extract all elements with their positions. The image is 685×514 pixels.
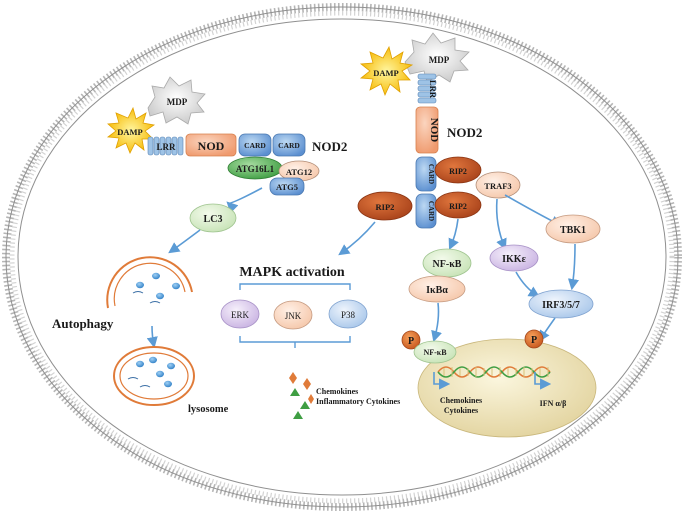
phospho-p-nfkb xyxy=(401,330,421,350)
legend-line1: Chemokines xyxy=(316,387,358,396)
phagophore xyxy=(106,256,193,309)
nod-domain-left xyxy=(185,133,237,157)
rip2-label-top: RIP2 xyxy=(449,167,467,176)
nucleus xyxy=(417,338,597,438)
arrow-rip2-to-nfkb xyxy=(448,218,459,251)
dna-helix xyxy=(437,366,551,378)
rip2-label-left: RIP2 xyxy=(376,202,395,212)
ikke-label: IKKε xyxy=(502,254,526,265)
nucleus-output-cytokines: Cytokines xyxy=(444,406,478,415)
arrow-tbk1-to-irf xyxy=(567,243,579,291)
mapk-bracket-bottom xyxy=(239,336,351,348)
card1-label-right: CARD xyxy=(427,164,435,184)
left-nod2-complex: MDP DAMP LRR NOD CARD CARD NOD2 ATG16L1 xyxy=(106,76,347,196)
autophagy-label: Autophagy xyxy=(52,316,114,331)
lc3-node xyxy=(189,203,237,233)
lysosome xyxy=(113,346,195,406)
nod-label-right: NOD xyxy=(428,118,440,143)
damp-label-left: DAMP xyxy=(117,127,143,137)
p-label-nfkb: P xyxy=(408,336,414,347)
mdp-cloud-right: MDP xyxy=(404,32,470,83)
p38-node xyxy=(328,299,368,329)
arrow-ikke-to-irf xyxy=(515,271,540,298)
lysosome-label: lysosome xyxy=(188,404,229,415)
mdp-cloud-left: MDP xyxy=(147,76,206,125)
tbk1-label: TBK1 xyxy=(560,225,586,236)
arrow-transcription-1 xyxy=(433,372,451,390)
card1-left xyxy=(238,133,272,157)
damp-starburst-right: DAMP xyxy=(359,45,414,97)
atg5-node xyxy=(269,177,305,196)
lrr-label-left: LRR xyxy=(156,142,176,152)
arrow-to-lysosome xyxy=(146,325,158,349)
nfkb-nucleus-node xyxy=(413,340,457,364)
cytokine-triangle-icon xyxy=(300,401,310,409)
arrow-atg-to-lc3 xyxy=(226,187,263,214)
lrr-domain-left: LRR xyxy=(147,136,184,156)
nfkb-label: NF-κB xyxy=(433,259,462,270)
chemokine-diamond-icon xyxy=(308,394,314,404)
mapk-bracket-top xyxy=(239,283,351,290)
lrr-label-right: LRR xyxy=(428,80,438,99)
cytokine-legend: Chemokines Inflammatory Cytokines xyxy=(289,372,400,419)
atg12-label: ATG12 xyxy=(286,167,312,177)
arrow-rip2-to-mapk xyxy=(338,221,376,256)
rip2-node-left xyxy=(357,191,413,221)
jnk-label: JNK xyxy=(285,311,302,321)
chemokine-diamond-icon xyxy=(303,378,311,390)
rip2-node-top xyxy=(434,156,482,184)
mapk-title: MAPK activation xyxy=(239,265,345,280)
nfkb-nucleus-label: NF-κB xyxy=(423,348,447,357)
nod2-label-left: NOD2 xyxy=(312,139,347,154)
phospho-p-irf xyxy=(524,329,544,349)
cytokine-triangle-icon xyxy=(290,388,300,396)
arrow-lc3-to-phagophore xyxy=(168,229,201,254)
ikke-node xyxy=(489,244,539,272)
mdp-label-left: MDP xyxy=(167,97,188,107)
damp-label-right: DAMP xyxy=(373,68,399,78)
erk-node xyxy=(220,299,260,329)
traf3-node xyxy=(475,171,521,199)
cell-membrane xyxy=(2,3,682,511)
arrow-traf3-to-ikke xyxy=(495,198,507,251)
nucleus-output-ifn: IFN α/β xyxy=(540,399,567,408)
cytokine-triangle-icon xyxy=(293,411,303,419)
nod2-label-right: NOD2 xyxy=(447,125,482,140)
chemokine-diamond-icon xyxy=(289,372,297,384)
nucleus-output-chemokines: Chemokines xyxy=(440,396,482,405)
arrow-ikba-to-nucleus xyxy=(431,302,442,343)
p-label-irf: P xyxy=(531,335,537,346)
nod-domain-right xyxy=(415,106,439,154)
irf-node xyxy=(528,289,594,319)
rip2-label-mid: RIP2 xyxy=(449,202,467,211)
damp-starburst-left: DAMP xyxy=(106,106,156,154)
card2-label-left: CARD xyxy=(278,141,300,150)
jnk-node xyxy=(273,300,313,330)
erk-label: ERK xyxy=(231,310,250,320)
arrow-transcription-2 xyxy=(534,372,552,390)
card2-left xyxy=(272,133,306,157)
card1-label-left: CARD xyxy=(244,141,266,150)
ikba-label: IκBα xyxy=(426,285,448,296)
atg5-label: ATG5 xyxy=(276,182,298,192)
card2-right xyxy=(415,193,437,229)
atg16l1-label: ATG16L1 xyxy=(236,164,275,174)
card2-label-right: CARD xyxy=(427,201,435,221)
p38-label: P38 xyxy=(341,310,356,320)
nod-label-left: NOD xyxy=(198,139,225,153)
legend-line2: Inflammatory Cytokines xyxy=(316,397,400,406)
traf3-label: TRAF3 xyxy=(484,181,511,191)
right-nod2-complex: MDP DAMP LRR NOD NOD2 CARD CARD RIP2 RIP… xyxy=(357,32,521,229)
mdp-label-right: MDP xyxy=(429,55,450,65)
rip2-node-mid xyxy=(434,191,482,219)
lrr-domain-right: LRR xyxy=(417,73,438,104)
irf-label: IRF3/5/7 xyxy=(542,300,580,311)
lc3-label: LC3 xyxy=(204,214,223,225)
ikba-node xyxy=(408,275,466,303)
tbk1-node xyxy=(545,214,601,244)
